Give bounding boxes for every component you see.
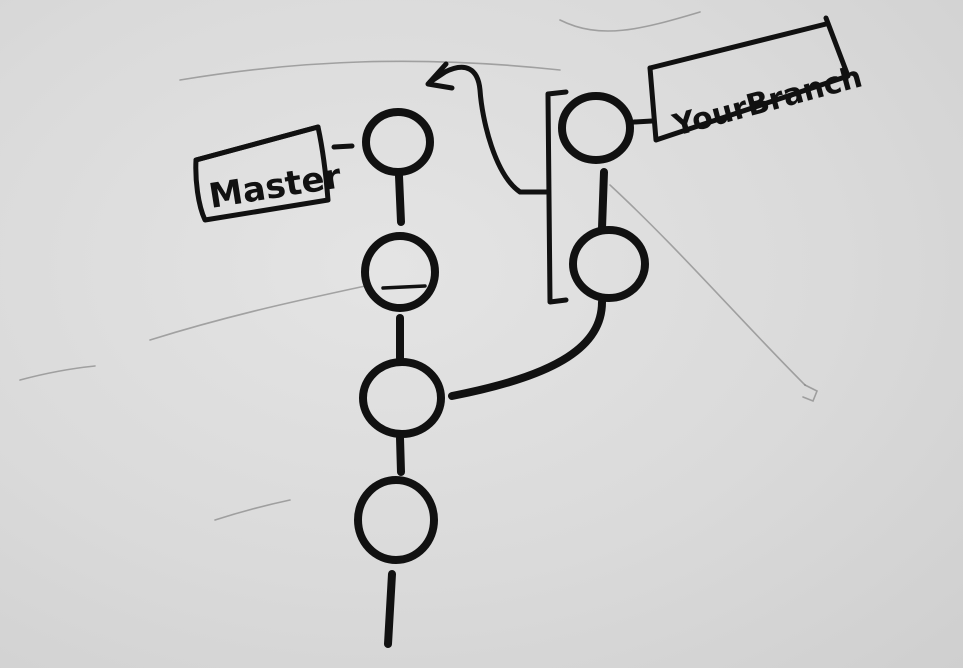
- master-branch-line: [384, 172, 405, 648]
- commit-node-smudge: [381, 284, 427, 290]
- branch-pointer-dash: [631, 118, 655, 125]
- branch-label-box: YourBranch: [647, 15, 866, 144]
- commit-node-master-head: [362, 108, 434, 176]
- master-commit-nodes: [354, 108, 445, 564]
- arrowhead: [425, 61, 455, 91]
- feature-branch-line: [448, 168, 608, 400]
- master-pointer-dash: [331, 143, 355, 150]
- board-smudges: [19, 11, 819, 521]
- branch-label: YourBranch: [668, 60, 866, 144]
- commit-node-master-2: [361, 232, 439, 312]
- master-label-box: Master: [193, 124, 344, 223]
- branch-commits-bracket: [545, 89, 569, 305]
- feature-commit-nodes: [558, 92, 649, 302]
- commit-node-master-3: [359, 358, 445, 438]
- commit-node-branch-2: [569, 226, 649, 302]
- commit-node-branch-head: [558, 92, 634, 164]
- commit-node-master-4: [354, 476, 438, 564]
- merge-arrow: [425, 61, 551, 195]
